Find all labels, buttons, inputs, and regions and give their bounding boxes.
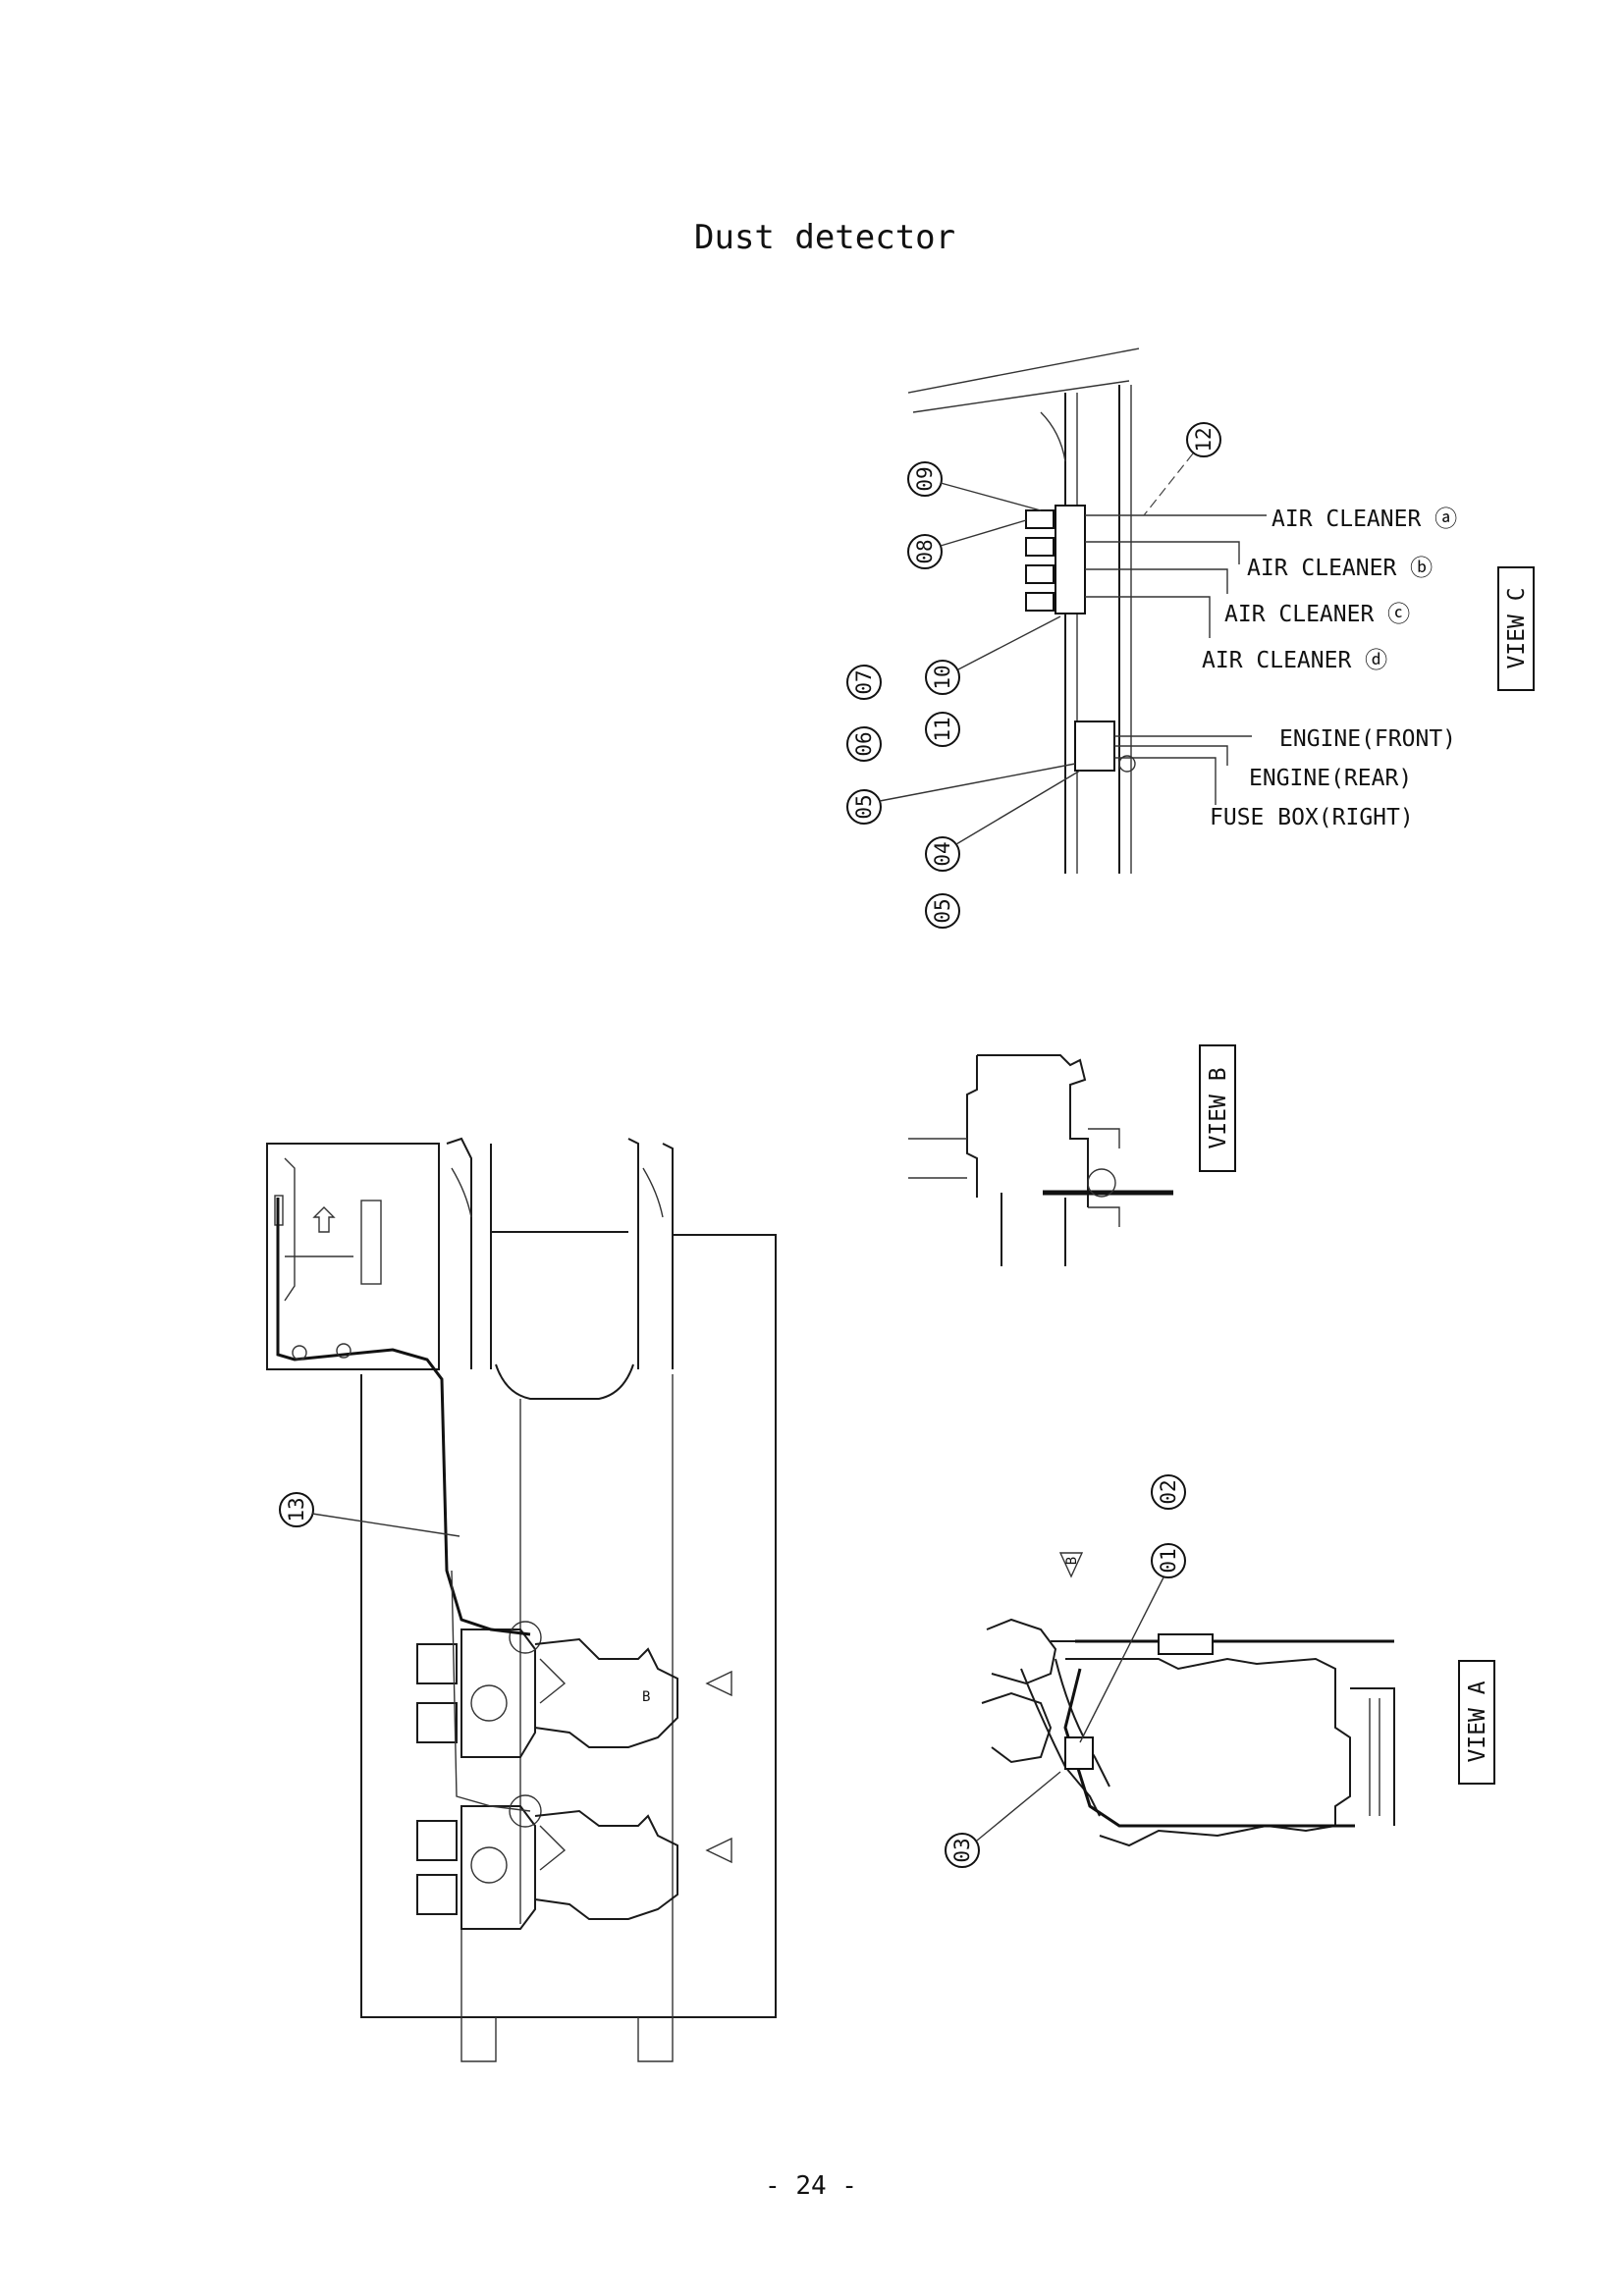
svg-text:13: 13 [285,1497,308,1522]
callout-11: 11 [925,712,960,747]
callout-02: 02 [1151,1474,1186,1510]
connector-plug-4 [1025,592,1055,612]
page-number: - 24 - [765,2171,857,2201]
arrow-a-icon-2 [705,1837,732,1864]
machine-top-view: B 13 [266,1137,777,2062]
air-cleaner-a-housing [416,1643,458,1684]
callout-03: 03 [945,1833,980,1868]
view-a-label: VIEW A [1465,1681,1490,1762]
svg-text:07: 07 [852,669,876,694]
engine-rear [534,1809,678,1920]
svg-text:03: 03 [950,1838,974,1862]
page-title: Dust detector [694,218,955,257]
callout-10: 10 [925,660,960,695]
operator-cab [266,1143,440,1370]
view-c: AIR CLEANER ⓐ AIR CLEANER ⓑ AIR CLEANER … [846,347,1535,929]
callout-12: 12 [1186,422,1221,457]
engine-front [534,1637,678,1748]
svg-text:04: 04 [931,841,954,866]
engine-outline-view-a [1065,1657,1351,1847]
svg-text:B: B [642,1689,650,1705]
svg-text:08: 08 [913,539,937,563]
callout-09: 09 [907,461,943,497]
connector-plug-2 [1025,537,1055,557]
view-b-label: VIEW B [1206,1067,1231,1148]
dust-detector-harness [276,1198,531,1636]
svg-text:02: 02 [1157,1479,1180,1504]
connector-plug-3 [1025,564,1055,584]
svg-text:11: 11 [931,717,954,741]
callout-05-a: 05 [846,789,882,825]
label-engine-rear: ENGINE(REAR) [1249,766,1412,791]
svg-text:05: 05 [931,898,954,923]
view-a: B 02 01 03 VIEW A [945,1474,1495,1868]
view-c-label: VIEW C [1504,587,1530,668]
callout-06: 06 [846,726,882,762]
view-b-label-box [1199,1044,1236,1172]
main-frame-outline [360,1234,777,2018]
view-c-label-box [1497,566,1535,691]
svg-text:01: 01 [1157,1548,1180,1573]
dust-detector-sensor [1064,1736,1094,1770]
svg-text:B: B [1064,1557,1080,1565]
air-cleaner-c-housing [416,1820,458,1861]
harness-view-a [1063,1668,1355,1828]
arrow-a-icon-1 [705,1670,732,1697]
callout-01: 01 [1151,1543,1186,1578]
air-cleaner-b-housing [416,1702,458,1743]
callout-08: 08 [907,534,943,569]
dust-detector-connector [1074,721,1115,772]
callout-13: 13 [279,1492,314,1527]
arrow-b-icon [1058,1552,1084,1578]
svg-text:06: 06 [852,731,876,756]
label-air-cleaner-c: AIR CLEANER ⓒ [1224,602,1410,627]
svg-text:10: 10 [931,665,954,689]
connector-plug-1 [1025,509,1055,529]
callout-07: 07 [846,665,882,700]
arrow-c-icon [312,1206,336,1233]
label-air-cleaner-b: AIR CLEANER ⓑ [1247,556,1433,581]
label-air-cleaner-a: AIR CLEANER ⓐ [1271,507,1457,532]
callout-05-b: 05 [925,893,960,929]
connector-block [1055,505,1086,614]
label-air-cleaner-d: AIR CLEANER ⓓ [1202,648,1387,673]
label-fuse-box-right: FUSE BOX(RIGHT) [1210,805,1414,830]
svg-text:09: 09 [913,466,937,491]
svg-text:05: 05 [852,794,876,819]
air-cleaner-d-housing [416,1874,458,1915]
frame-top-edge [907,347,1140,394]
view-b: VIEW B [908,1044,1236,1266]
label-engine-front: ENGINE(FRONT) [1279,726,1456,752]
callout-04: 04 [925,836,960,872]
view-a-label-box [1458,1660,1495,1785]
svg-text:12: 12 [1192,427,1216,452]
